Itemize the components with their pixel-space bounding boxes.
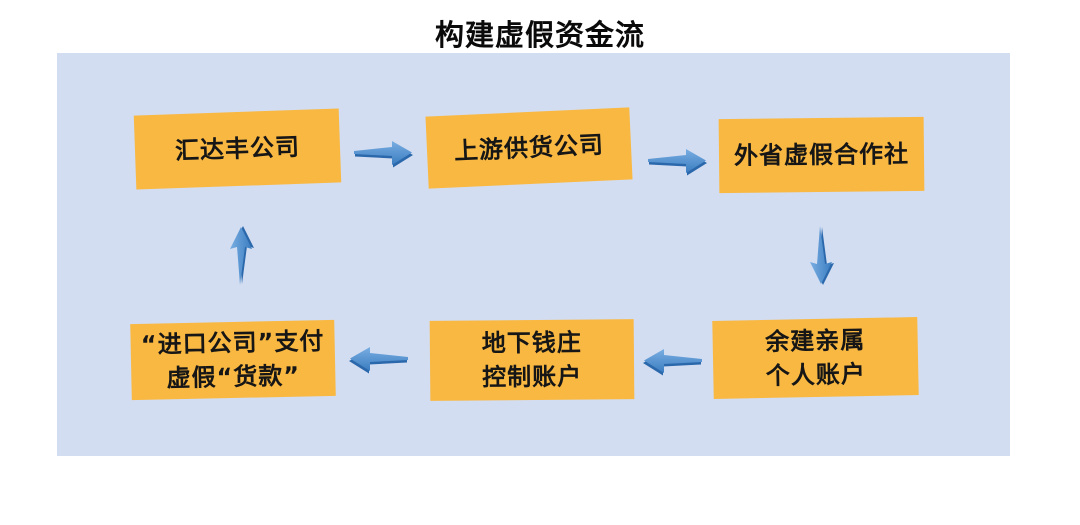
arrow-down-icon bbox=[810, 226, 834, 285]
arrow-up-icon bbox=[230, 226, 254, 285]
arrow-left-icon bbox=[349, 347, 408, 374]
node-import-payment: “进口公司”支付 虚假“货款” bbox=[130, 319, 336, 401]
node-underground-bank: 地下钱庄 控制账户 bbox=[429, 319, 635, 401]
diagram-title: 构建虚假资金流 bbox=[434, 18, 645, 52]
node-fake-cooperative: 外省虚假合作社 bbox=[718, 116, 925, 194]
node-huidafeng-company: 汇达丰公司 bbox=[133, 108, 342, 190]
arrow-right-icon bbox=[354, 141, 413, 168]
node-upstream-supplier: 上游供货公司 bbox=[425, 107, 633, 189]
arrow-left-icon bbox=[643, 349, 702, 376]
arrow-right-icon bbox=[648, 149, 707, 176]
node-relatives-accounts: 余建亲属 个人账户 bbox=[712, 317, 919, 399]
